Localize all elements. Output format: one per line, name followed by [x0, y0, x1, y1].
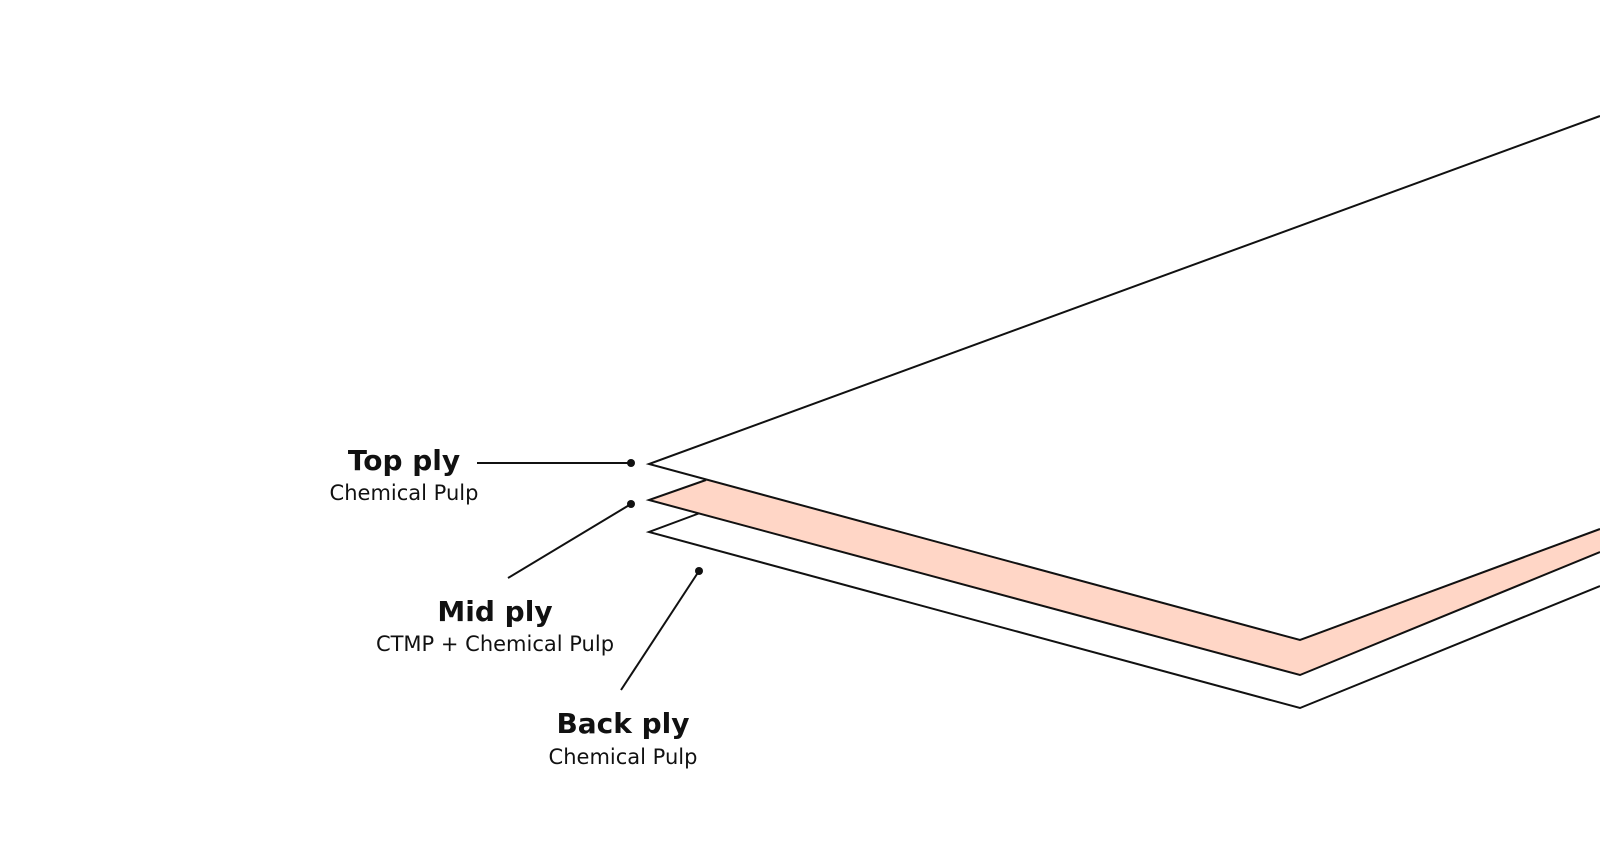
back-ply-leader-line: [620, 570, 700, 691]
back-ply-subtitle: Chemical Pulp: [549, 745, 698, 769]
back-ply-front-edge: [645, 512, 1600, 710]
back-ply-leader-dot: [695, 567, 703, 575]
top-ply-edge: [645, 115, 1600, 642]
top-ply-sheet: [649, 116, 1600, 640]
top-ply-title: Top ply: [348, 444, 460, 477]
mid-ply-leader-dot: [627, 500, 635, 508]
mid-ply-leader-line: [507, 503, 632, 579]
back-ply-title: Back ply: [556, 707, 689, 740]
top-ply-leader-dot: [627, 459, 635, 467]
mid-ply-subtitle: CTMP + Chemical Pulp: [376, 632, 614, 656]
mid-ply-title: Mid ply: [437, 595, 552, 628]
top-ply-subtitle: Chemical Pulp: [330, 481, 479, 505]
mid-ply-front-edge: [645, 479, 1600, 677]
